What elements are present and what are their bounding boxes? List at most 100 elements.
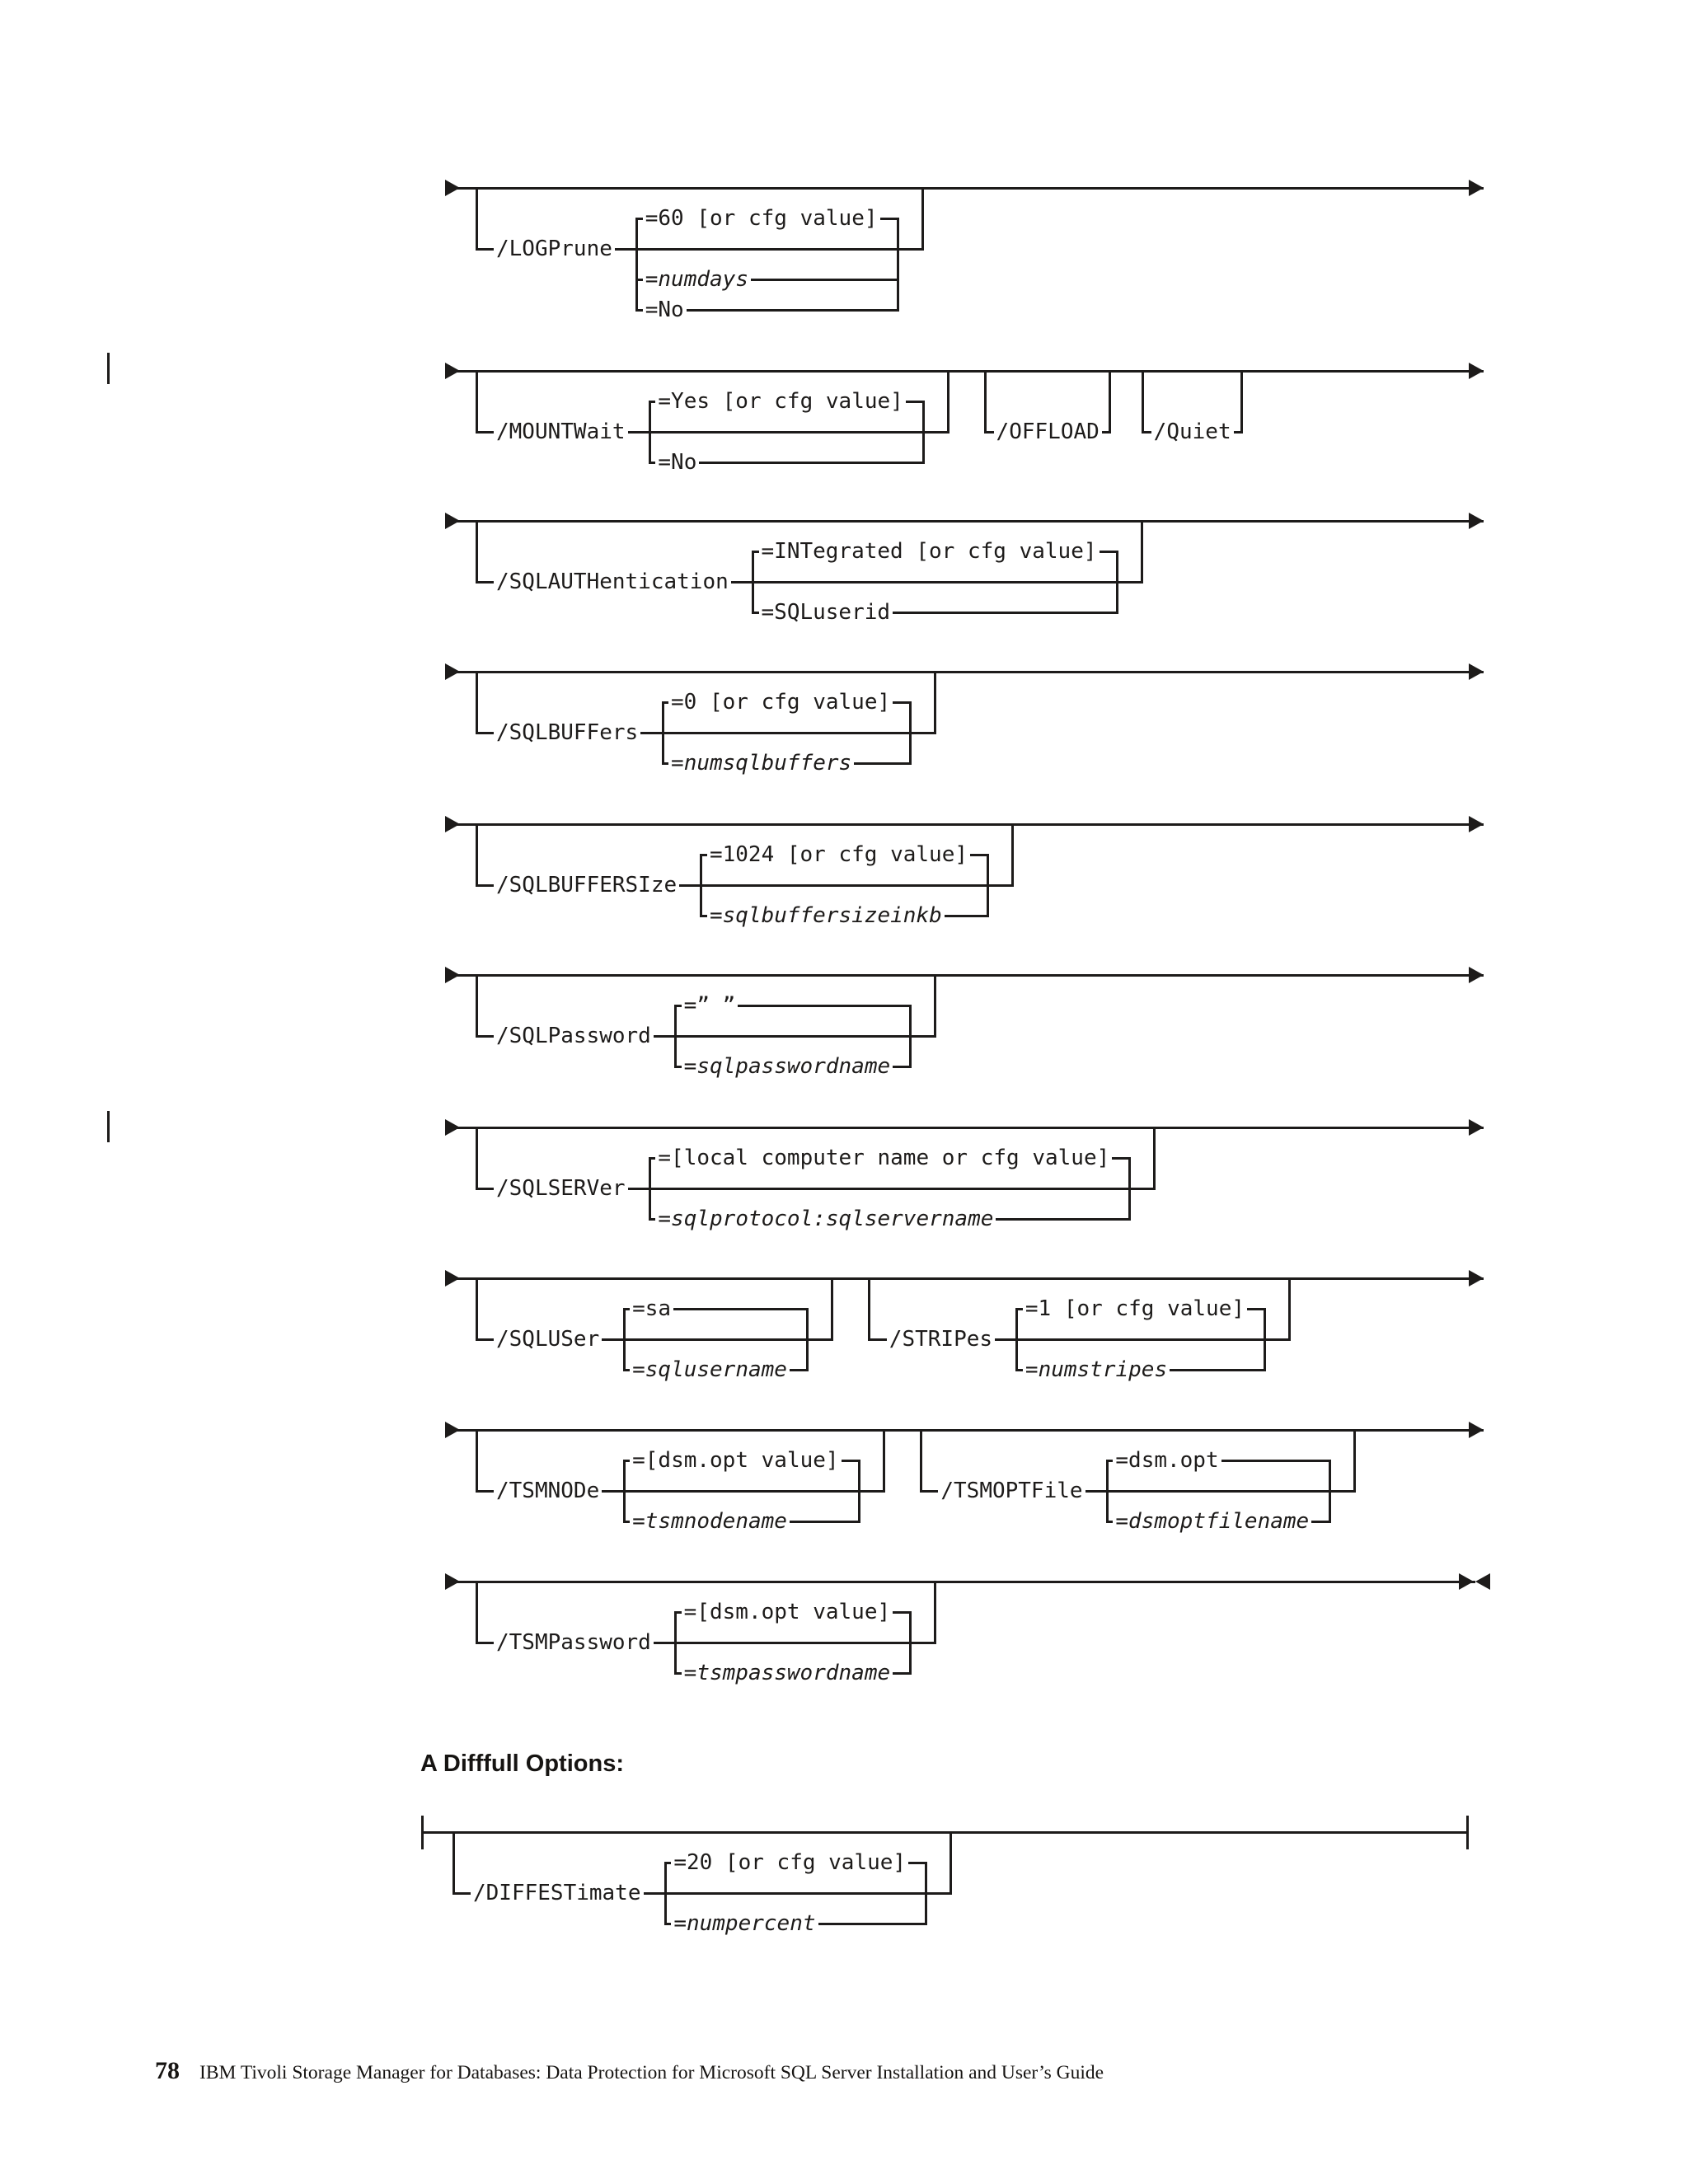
choice-right-bracket [909, 1004, 912, 1068]
section-heading: A Difffull Options: [420, 1750, 624, 1777]
branch-rejoin-line [1140, 519, 1143, 583]
default-value-label: =[dsm.opt value] [681, 1599, 893, 1625]
choice-right-bracket [909, 701, 912, 765]
rail-start-arrow [445, 363, 460, 379]
option-rail [476, 247, 923, 251]
option-rail [476, 1034, 935, 1038]
rail-start-arrow [445, 1119, 460, 1136]
choice-left-bracket [622, 1459, 626, 1523]
revision-change-bar [107, 1111, 110, 1142]
choice-right-bracket [857, 1459, 860, 1523]
branch-drop-line [475, 670, 478, 734]
option-keyword-label: /TSMNODe [494, 1478, 603, 1504]
option-keyword-label: /SQLBUFFers [494, 719, 641, 746]
alternative-value-label: =tsmnodename [630, 1508, 790, 1535]
option-keyword-label: /DIFFESTimate [471, 1880, 644, 1906]
option-keyword-label: /MOUNTWait [494, 419, 628, 445]
end-of-command-left-arrow [1475, 1573, 1490, 1590]
value-row-line [649, 461, 924, 464]
main-rail [445, 519, 1484, 523]
choice-left-bracket [752, 550, 755, 614]
choice-left-bracket [661, 701, 664, 765]
branch-drop-line [919, 1428, 922, 1493]
main-rail [445, 186, 1484, 190]
default-value-label: =60 [or cfg value] [642, 205, 880, 232]
page-number: 78 [155, 2057, 180, 2084]
rail-end-arrow [1469, 180, 1484, 196]
rail-start-arrow [445, 180, 460, 196]
alternative-value-label: =tsmpasswordname [681, 1660, 893, 1686]
rail-end-arrow [1469, 967, 1484, 983]
branch-rejoin-line [1288, 1277, 1292, 1341]
choice-left-bracket [674, 1610, 678, 1675]
option-rail [476, 580, 1142, 583]
alternative-value-label: =numsqlbuffers [668, 750, 855, 776]
choice-right-bracket [909, 1610, 912, 1675]
option-rail [476, 1187, 1155, 1190]
branch-rejoin-line [1353, 1428, 1356, 1493]
value-row-line [675, 1004, 911, 1007]
alternative-value-label: =SQLuserid [758, 599, 893, 626]
option-keyword-label: /SQLPassword [494, 1023, 654, 1049]
branch-rejoin-line [831, 1277, 834, 1341]
alternative-value-label: =No [655, 449, 700, 476]
default-value-label: =sa [630, 1296, 674, 1322]
choice-right-bracket [896, 217, 899, 312]
value-row-line [624, 1307, 808, 1310]
branch-drop-line [475, 369, 478, 434]
choice-left-bracket [648, 400, 651, 464]
option-rail [453, 1891, 951, 1895]
branch-rejoin-line [1109, 369, 1112, 434]
choice-right-bracket [925, 1861, 928, 1925]
option-rail [921, 1489, 1354, 1493]
footer-title: IBM Tivoli Storage Manager for Databases… [199, 2062, 1104, 2083]
branch-drop-line [475, 1580, 478, 1644]
option-rail [476, 430, 949, 434]
default-value-label: =[dsm.opt value] [630, 1447, 842, 1474]
choice-left-bracket [648, 1156, 651, 1221]
rail-end-arrow [1469, 1270, 1484, 1286]
option-keyword-label: /SQLUSer [494, 1326, 603, 1352]
branch-drop-line [984, 369, 987, 434]
rail-start-arrow [445, 1270, 460, 1286]
main-rail [445, 1126, 1484, 1129]
choice-right-bracket [922, 400, 926, 464]
branch-rejoin-line [1153, 1126, 1156, 1190]
rail-start-arrow [445, 663, 460, 680]
rail-end-arrow [1469, 1422, 1484, 1438]
alternative-value-label: =sqlbuffersizeinkb [706, 902, 945, 929]
default-value-label: =20 [or cfg value] [671, 1849, 909, 1876]
value-row-line [636, 308, 898, 312]
main-rail [445, 1277, 1484, 1280]
branch-drop-line [475, 1428, 478, 1493]
option-rail [476, 1641, 935, 1644]
option-keyword-label: /OFFLOAD [993, 419, 1102, 445]
fragment-start-tick [420, 1815, 424, 1849]
default-value-label: =dsm.opt [1113, 1447, 1221, 1474]
main-rail [422, 1830, 1468, 1834]
option-rail [476, 1489, 884, 1493]
main-rail [445, 973, 1484, 977]
alternative-value-label: =sqlprotocol:sqlservername [655, 1206, 996, 1232]
branch-rejoin-line [934, 670, 937, 734]
value-row-line [636, 278, 898, 281]
choice-right-bracket [1128, 1156, 1132, 1221]
default-value-label: =[local computer name or cfg value] [655, 1145, 1113, 1171]
choice-left-bracket [700, 853, 703, 917]
branch-drop-line [475, 823, 478, 887]
branch-drop-line [868, 1277, 871, 1341]
option-rail [476, 883, 1013, 887]
option-rail [476, 1338, 832, 1341]
branch-rejoin-line [950, 1830, 953, 1895]
default-value-label: =1 [or cfg value] [1022, 1296, 1248, 1322]
option-keyword-label: /TSMPassword [494, 1629, 654, 1656]
rail-end-arrow [1469, 513, 1484, 529]
main-rail [445, 670, 1484, 673]
alternative-value-label: =dsmoptfilename [1113, 1508, 1312, 1535]
alternative-value-label: =No [642, 297, 687, 323]
branch-drop-line [475, 973, 478, 1038]
rail-end-arrow [1469, 816, 1484, 832]
alternative-value-label: =numdays [642, 266, 751, 293]
option-keyword-label: /TSMOPTFile [938, 1478, 1085, 1504]
